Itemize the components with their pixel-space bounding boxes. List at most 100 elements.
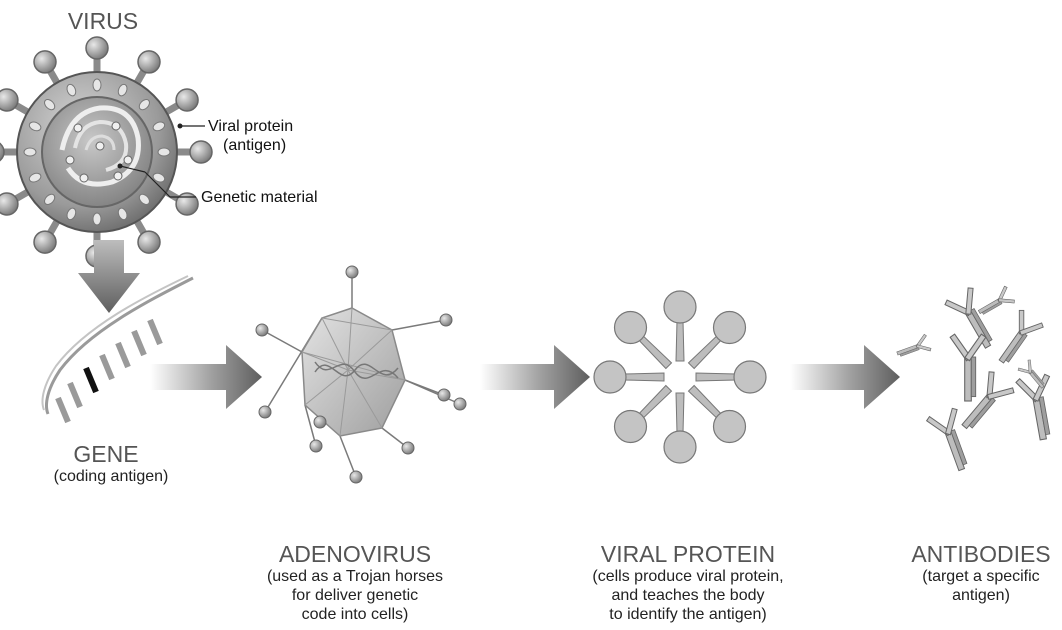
surface-protein <box>44 193 56 205</box>
virus-spike-head <box>0 142 5 162</box>
rna-segment <box>123 155 133 165</box>
virus-spike-head <box>137 230 161 254</box>
protein-head <box>712 310 747 345</box>
gene-base-pair <box>55 396 71 424</box>
viral-protein-callout-line1: Viral protein <box>208 118 294 135</box>
gene-base-pair <box>115 341 131 369</box>
gene-illustration <box>41 275 194 424</box>
dna-helix <box>314 361 399 379</box>
surface-protein <box>92 78 102 92</box>
arrow-adenovirus-to-protein <box>480 345 590 409</box>
gene-base-pair <box>147 318 163 346</box>
gene-title: GENE <box>73 441 139 467</box>
protein-stalk <box>675 392 685 434</box>
protein-stalk <box>623 372 665 382</box>
antibodies-subtitle: (target a specific antigen) <box>906 567 1056 605</box>
adenovirus-knob <box>453 397 467 411</box>
adenovirus-knob <box>349 470 363 484</box>
rna-segment <box>65 155 75 165</box>
surface-protein <box>152 172 166 183</box>
antibody <box>949 333 987 402</box>
virus-surface-proteins <box>23 78 171 226</box>
antibody <box>944 287 993 349</box>
gene-base-pair <box>67 381 83 409</box>
viral-protein-subtitle-line3: to identify the antigen) <box>609 606 767 623</box>
protein-head <box>712 409 747 444</box>
adenovirus-knob <box>345 265 359 279</box>
virus-spike-head <box>189 140 213 164</box>
antibodies-title: ANTIBODIES <box>911 541 1051 567</box>
virus-spike-head <box>33 230 57 254</box>
surface-protein <box>152 121 166 132</box>
surface-protein <box>44 99 56 111</box>
antibody <box>977 285 1015 315</box>
adenovirus-knob <box>437 388 451 402</box>
rna-segment <box>79 173 89 183</box>
rna-segment <box>113 171 123 181</box>
antibodies-subtitle-line2: antigen) <box>952 587 1010 604</box>
protein-head <box>613 310 648 345</box>
gene-base-pair <box>83 366 99 394</box>
protein-head <box>593 360 627 394</box>
virus-title: VIRUS <box>67 8 139 34</box>
adenovirus-subtitle: (used as a Trojan horses for deliver gen… <box>260 567 450 624</box>
surface-protein <box>66 207 77 221</box>
surface-protein <box>117 83 128 97</box>
surface-protein <box>28 172 42 183</box>
adenovirus-knob <box>313 415 327 429</box>
protein-head <box>733 360 767 394</box>
gene-subtitle: (coding antigen) <box>53 468 169 485</box>
gene-base-pair <box>99 353 115 381</box>
genetic-material-strand <box>59 105 141 187</box>
gene-base-pair <box>131 329 147 357</box>
surface-protein <box>66 83 77 97</box>
adenovirus-knob <box>439 313 453 327</box>
protein-stalk <box>695 372 737 382</box>
surface-protein <box>117 207 128 221</box>
antibody <box>896 333 932 357</box>
antibodies-illustration <box>896 285 1051 472</box>
genetic-material-callout: Genetic material <box>201 189 318 206</box>
virus-spike-head <box>137 50 161 74</box>
adenovirus-subtitle-line3: code into cells) <box>301 606 409 623</box>
viral-protein-callout: Viral protein (antigen) <box>208 117 348 155</box>
surface-protein <box>92 212 102 226</box>
viral-protein-subtitle: (cells produce viral protein, and teache… <box>573 567 803 624</box>
viral-protein-title: VIRAL PROTEIN <box>600 541 776 567</box>
antibodies-subtitle-line1: (target a specific <box>922 568 1040 585</box>
adenovirus-subtitle-line1: (used as a Trojan horses <box>266 568 444 585</box>
surface-protein <box>138 193 150 205</box>
rna-segment <box>95 141 105 151</box>
rna-segment <box>111 121 121 131</box>
protein-head <box>613 409 648 444</box>
surface-protein <box>23 147 37 157</box>
protein-head <box>663 430 697 464</box>
virus-spike-head <box>175 192 199 216</box>
protein-head <box>663 290 697 324</box>
adenovirus-illustration <box>255 265 467 484</box>
antibody <box>998 309 1044 364</box>
antibody <box>1015 373 1051 441</box>
protein-stalk <box>675 320 685 362</box>
antibody <box>925 407 968 472</box>
adenovirus-fiber <box>339 435 357 478</box>
virus-spike-head <box>0 88 19 112</box>
surface-protein <box>157 147 171 157</box>
callout-line-genetic <box>144 171 171 198</box>
adenovirus-fiber <box>391 319 447 331</box>
adenovirus-knob <box>309 439 323 453</box>
viral-protein-subtitle-line1: (cells produce viral protein, <box>592 568 784 585</box>
adenovirus-fiber <box>404 379 445 396</box>
surface-protein <box>138 99 150 111</box>
antibody <box>1017 359 1045 389</box>
virus-spike-head <box>33 50 57 74</box>
adenovirus-knob <box>258 405 272 419</box>
adenovirus-title: ADENOVIRUS <box>278 541 432 567</box>
virus-spike-head <box>85 36 109 60</box>
virus-spike-head <box>175 88 199 112</box>
arrow-virus-to-gene <box>78 240 140 313</box>
adenovirus-fiber <box>304 404 317 447</box>
adenovirus-knob <box>401 441 415 455</box>
virus-illustration <box>0 36 213 268</box>
